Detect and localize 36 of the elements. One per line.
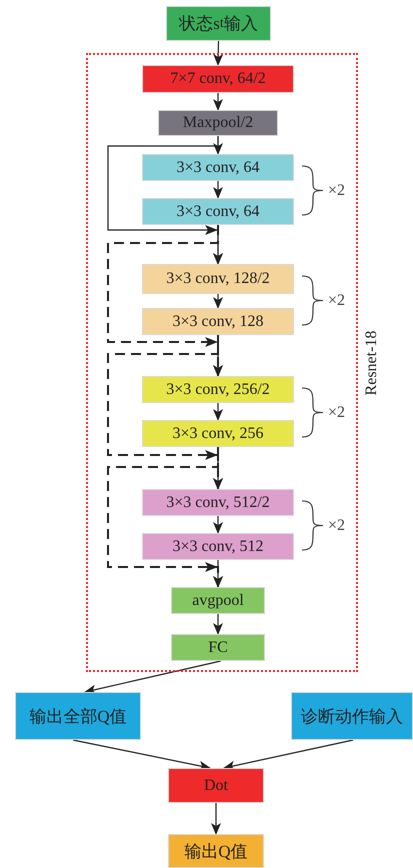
output-box: 输出Q值	[168, 834, 264, 868]
layer-box: Maxpool/2	[158, 110, 278, 136]
layer-box: 3×3 conv, 512	[142, 533, 294, 560]
operation-box: Dot	[168, 768, 264, 803]
arrow	[213, 181, 223, 199]
arrow	[213, 40, 224, 66]
layer-box: 3×3 conv, 64	[142, 154, 294, 181]
layer-box: 3×3 conv, 128/2	[142, 264, 294, 294]
repeat-label: ×2	[328, 292, 346, 308]
arrow	[213, 93, 223, 111]
output-box: 输出全部Q值	[15, 692, 141, 740]
layer-box: 3×3 conv, 64	[142, 198, 294, 225]
skip-connection-arrow	[107, 136, 223, 265]
repeat-label: ×2	[328, 404, 346, 420]
arrow	[84, 660, 221, 694]
arrow	[211, 803, 221, 835]
skip-connection-arrow	[107, 225, 223, 377]
repeat-label: ×2	[328, 182, 346, 198]
layer-box: 3×3 conv, 256	[142, 420, 294, 447]
layer-box: 3×3 conv, 128	[142, 308, 294, 335]
layer-box: 3×3 conv, 256/2	[142, 376, 294, 403]
layer-box: 7×7 conv, 64/2	[142, 65, 294, 93]
arrow	[213, 403, 223, 421]
input-box: 诊断动作输入	[291, 692, 413, 740]
skip-connection-arrow	[107, 447, 223, 588]
arrow	[213, 294, 223, 309]
skip-connection-arrow	[107, 335, 223, 490]
layer-box: 3×3 conv, 512/2	[142, 489, 294, 516]
arrow	[213, 614, 223, 635]
arrow	[213, 516, 223, 534]
layer-box: avgpool	[171, 587, 265, 614]
layer-box: FC	[171, 634, 265, 661]
arrow	[223, 739, 354, 771]
repeat-label: ×2	[328, 518, 346, 534]
section-label: Resnet-18	[362, 330, 381, 395]
arrow	[72, 739, 211, 771]
